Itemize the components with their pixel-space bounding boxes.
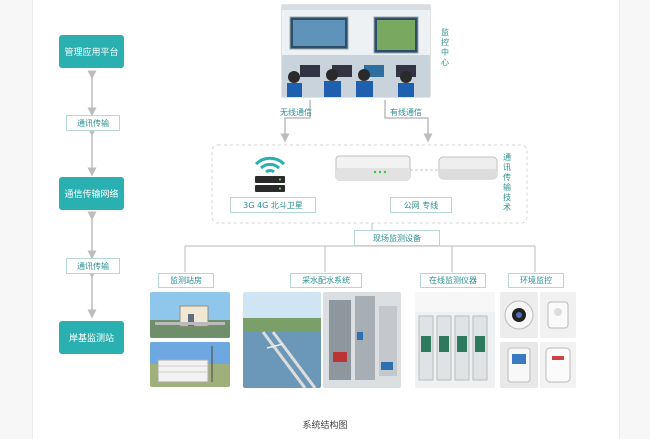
control-room-image: [282, 5, 430, 97]
network-switch-icon: [335, 155, 411, 181]
monitor-center-label: 监控中心: [441, 28, 449, 67]
arrow-wireless: [280, 100, 311, 143]
wired-options-box: 公网 专线: [390, 197, 452, 213]
network-dashed-box: [211, 144, 528, 224]
instruments-photo: [415, 292, 495, 388]
wireless-options-box: 3G 4G 北斗卫星: [230, 197, 316, 213]
wired-comm-label: 有线通信: [390, 108, 422, 117]
smoke-sensor-photo: [540, 292, 576, 338]
station-room-photo-1: [150, 292, 230, 338]
category-water-system: 采水配水系统: [290, 273, 362, 288]
station-room-photo-2: [150, 342, 230, 387]
category-env-monitoring: 环境监控: [508, 273, 564, 288]
wifi-router-icon: [254, 156, 286, 192]
wireless-comm-label: 无线通信: [280, 108, 312, 117]
comm-transfer-label-1: 通讯传输: [66, 115, 120, 131]
temp-sensor-photo: [500, 342, 538, 388]
comm-tech-label: 通讯传输技术: [503, 153, 511, 212]
category-online-instruments: 在线监测仪器: [420, 273, 486, 288]
shore-station-label: 岸基监测站: [68, 334, 114, 344]
diagram-caption: 系统结构图: [302, 421, 348, 431]
shore-station-box: 岸基监测站: [59, 321, 124, 354]
water-system-photo-1: [243, 292, 321, 388]
network-label: 通信传输网络: [64, 190, 119, 200]
category-station-room: 监测站房: [158, 273, 214, 288]
comm-transfer-label-2: 通讯传输: [66, 258, 120, 274]
dome-camera-photo: [500, 292, 538, 338]
management-platform-box: 管理应用平台: [59, 35, 124, 68]
monitor-center-photo: [281, 4, 431, 98]
field-devices-box: 现场监测设备: [354, 230, 440, 246]
network-box: 通信传输网络: [59, 177, 124, 210]
water-system-photo-2: [323, 292, 401, 388]
detector-photo: [540, 342, 576, 388]
modem-icon: [438, 156, 498, 180]
management-platform-label: 管理应用平台: [64, 48, 119, 58]
arrow-wired: [384, 100, 433, 143]
